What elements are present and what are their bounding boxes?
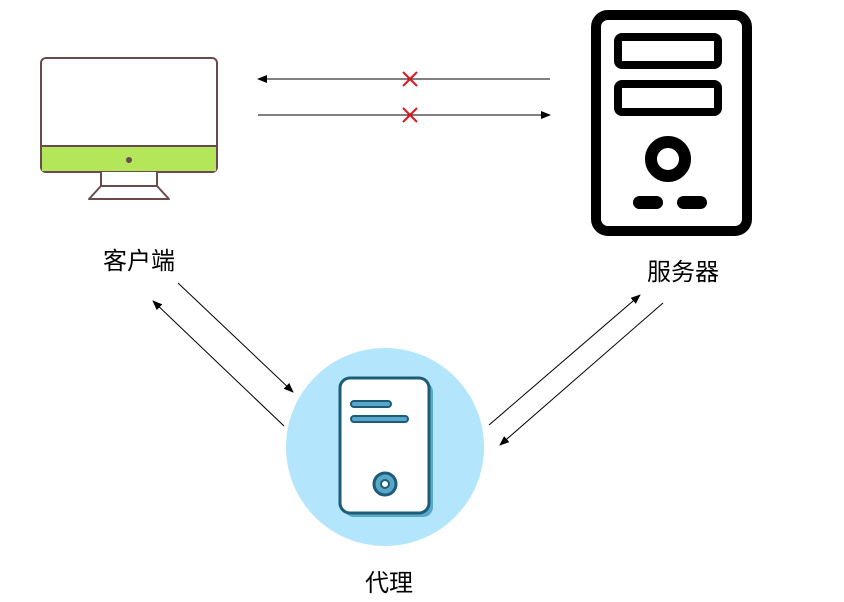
monitor-power-dot [126,157,132,163]
proxy-slot-short [350,400,392,408]
server-drive-bay-bottom [614,80,722,116]
cross-mark-icon [402,71,418,87]
arrow-server-to-proxy [499,302,664,446]
monitor-icon [40,57,218,200]
direct-connection [257,71,551,123]
cross-mark-icon [402,107,418,123]
server-label: 服务器 [647,258,719,286]
server-tower-icon [591,10,752,236]
server-led-left [633,196,663,209]
proxy-server-icon [286,348,484,546]
arrow-proxy-to-server [488,294,641,426]
arrow-client-to-proxy [177,282,294,393]
server-power-button [645,136,691,182]
proxy-label: 代理 [365,569,413,597]
client-label: 客户端 [103,247,175,275]
arrow-proxy-to-client [152,300,285,427]
server-led-right [677,196,707,209]
server-drive-bay-top [614,33,722,69]
proxy-server-connection [488,294,664,446]
proxy-slot-long [350,415,409,423]
client-proxy-connection [152,282,294,427]
